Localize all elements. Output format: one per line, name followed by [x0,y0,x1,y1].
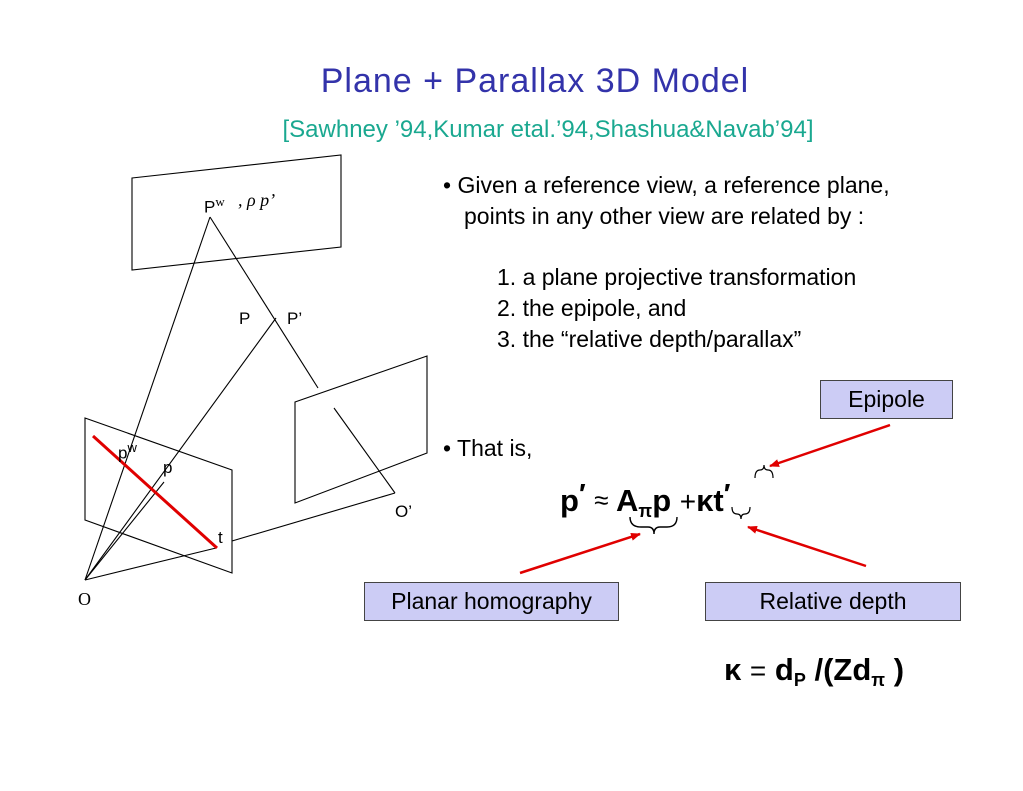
epipole-box: Epipole [820,380,953,419]
slide-title: Plane + Parallax 3D Model [320,62,750,100]
ray-O-to-P [84,317,277,581]
eq-p: p [652,483,672,518]
epipolar-line [91,434,219,550]
label-p: p [163,458,173,477]
label-O-prime: O’ [395,502,412,521]
eq-t: t [713,483,724,518]
brace-t-top [754,464,774,479]
slide-subtitle: [Sawhney ’94,Kumar etal.’94,Shashua&Nava… [282,116,814,143]
label-rho-p: , ρ p’ [238,190,276,210]
bullet-given: • Given a reference view, a reference pl… [443,172,890,198]
eq-plus: + [679,486,697,517]
arrow-planar-homography [519,532,641,575]
relative-depth-box: Relative depth [705,582,961,621]
eq-approx: ≈ [594,485,609,515]
eq-kappa: κ [696,483,714,518]
label-O: O [78,589,91,609]
right-image-plane [294,355,428,504]
label-P: P [239,309,251,328]
arrow-relative-depth [747,525,867,568]
list-item-2: 2. the epipole, and [497,295,687,321]
eq-pi-sub: π [638,501,653,521]
equation-kappa: κ = dP /(Zdπ ) [724,652,905,690]
equation-parallax: p′ ≈ Aπp +κt′ [560,478,731,521]
ray-O-to-Pw [84,216,211,581]
top-image-plane [131,154,342,271]
label-pw: pw [118,440,137,463]
bullet-given-cont: points in any other view are related by … [464,203,865,229]
list-item-3: 3. the “relative depth/parallax” [497,326,802,352]
brace-kappa-bottom [731,506,751,520]
epipolar-ray-right [333,407,396,494]
eq-p-prime: p [560,483,579,518]
label-P-prime: P’ [287,309,303,328]
eq-A: A [616,483,639,518]
ray-O-to-p [84,481,165,581]
reference-plane [84,417,233,574]
ray-Pw-to-right [209,216,319,389]
list-item-1: 1. a plane projective transformation [497,264,857,290]
bullet-that-is: • That is, [443,435,533,461]
baseline-O-to-Oprime [231,492,396,542]
label-Pw: Pw [204,194,225,217]
planar-homography-box: Planar homography [364,582,619,621]
arrow-epipole [769,423,891,468]
label-t: t [218,528,223,547]
underbrace-homography [629,516,678,535]
ray-O-to-t [84,547,217,581]
